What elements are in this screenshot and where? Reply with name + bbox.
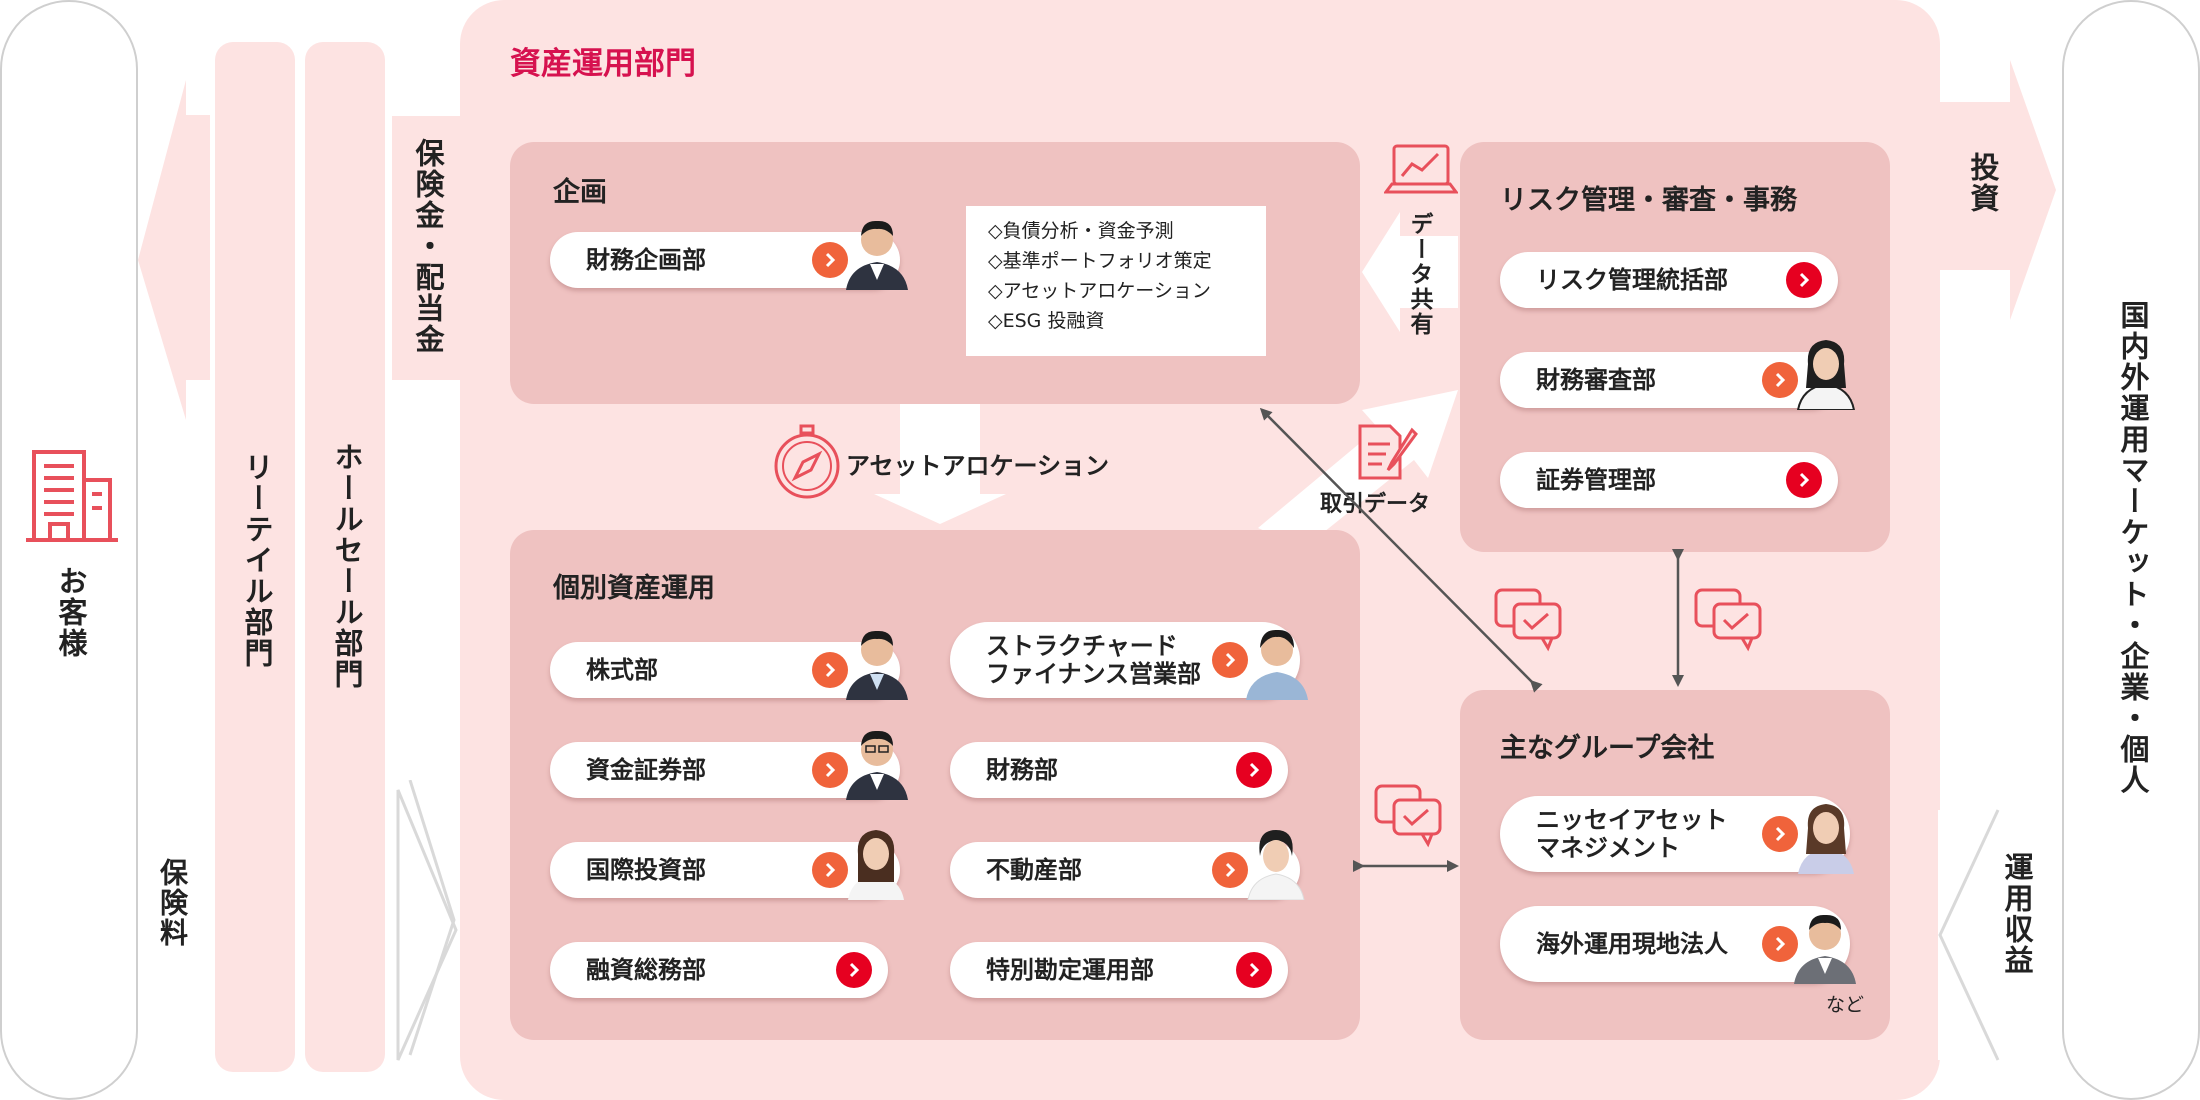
insurance-premium-label: 保険料 [156,858,189,948]
dept-link-zaimu[interactable]: 財務部 [950,742,1288,798]
planning-notes: ◇負債分析・資金予測 ◇基準ポートフォリオ策定 ◇アセットアロケーション ◇ES… [966,206,1266,356]
etc-label: など [1826,994,1865,1016]
dept-link-zaimu-shinsa[interactable]: 財務審査部 [1500,352,1838,408]
staff-avatar [846,630,908,700]
allocation-arrow [874,404,1006,524]
invest-arrow [1938,60,2056,320]
trade-data-label: 取引データ [1320,492,1431,517]
staff-avatar [1247,830,1305,900]
dept-link-shikin-shoken[interactable]: 資金証券部 [550,742,900,798]
dept-link-zaimu-kikaku[interactable]: 財務企画部 [550,232,900,288]
staff-avatar [1246,629,1308,700]
staff-avatar [846,730,908,800]
risk-title: リスク管理・審査・事務 [1500,185,1797,216]
compass-icon [774,424,840,499]
division-title: 資産運用部門 [510,46,696,82]
arrow-right-icon [1762,362,1798,398]
arrow-right-icon [1786,462,1822,498]
data-sharing-arrow [1362,212,1458,332]
asset-allocation-label: アセットアロケーション [846,452,1110,480]
individual-title: 個別資産運用 [553,573,715,604]
arrow-right-icon [1762,926,1798,962]
arrow-right-icon [812,852,848,888]
laptop-chart-icon [1384,144,1458,194]
retail-column [215,42,295,1072]
arrow-right-icon [812,652,848,688]
customer-column [0,0,138,1100]
returns-label: 運用収益 [2000,852,2034,976]
document-pen-icon [1358,424,1418,480]
returns-arrow [1938,809,2000,1061]
building-icon [26,450,118,542]
staff-avatar [1796,340,1856,410]
staff-avatar [846,220,908,290]
arrow-right-icon [1786,262,1822,298]
wholesale-label: ホールセール部門 [330,442,364,690]
staff-avatar [848,830,904,900]
arrow-right-icon [812,242,848,278]
dept-link-nissay-am[interactable]: ニッセイアセット マネジメント [1500,796,1850,872]
premium-arrow-outline [408,780,456,1056]
dept-link-kokusai-toshi[interactable]: 国際投資部 [550,842,900,898]
insurance-dividend-label: 保険金・配当金 [411,138,445,355]
arrow-right-icon [1212,852,1248,888]
dept-link-fudosan[interactable]: 不動産部 [950,842,1300,898]
arrow-right-icon [836,952,872,988]
dept-link-structured-finance[interactable]: ストラクチャード ファイナンス営業部 [950,622,1300,698]
planning-title: 企画 [553,177,607,208]
chat-icon [1694,588,1762,652]
chat-icon [1374,784,1442,848]
data-sharing-label: データ共有 [1406,212,1432,337]
market-label: 国内外運用マーケット・企業・個人 [2116,300,2150,796]
wholesale-column [305,42,385,1072]
dept-link-yushi-somu[interactable]: 融資総務部 [550,942,888,998]
customers-label: お客様 [54,566,88,659]
market-column [2062,0,2200,1100]
left-flow-arrows [138,80,458,1061]
retail-label: リーテイル部門 [240,452,274,669]
invest-label: 投資 [1966,152,2000,214]
dept-link-kabushiki[interactable]: 株式部 [550,642,900,698]
dept-link-tokubetsu-kanjo[interactable]: 特別勘定運用部 [950,942,1288,998]
arrow-right-icon [1236,752,1272,788]
staff-avatar [1794,914,1856,984]
arrow-right-icon [1236,952,1272,988]
staff-avatar [1798,804,1854,874]
dept-link-risk-kanri[interactable]: リスク管理統括部 [1500,252,1838,308]
arrow-right-icon [1212,642,1248,678]
group-title: 主なグループ会社 [1500,733,1715,764]
dept-link-shoken-kanri[interactable]: 証券管理部 [1500,452,1838,508]
arrow-right-icon [1762,816,1798,852]
dept-link-overseas-subsidiaries[interactable]: 海外運用現地法人 [1500,906,1850,982]
arrow-right-icon [812,752,848,788]
chat-icon [1494,588,1562,652]
dept-label: 財務企画部 [586,246,706,274]
